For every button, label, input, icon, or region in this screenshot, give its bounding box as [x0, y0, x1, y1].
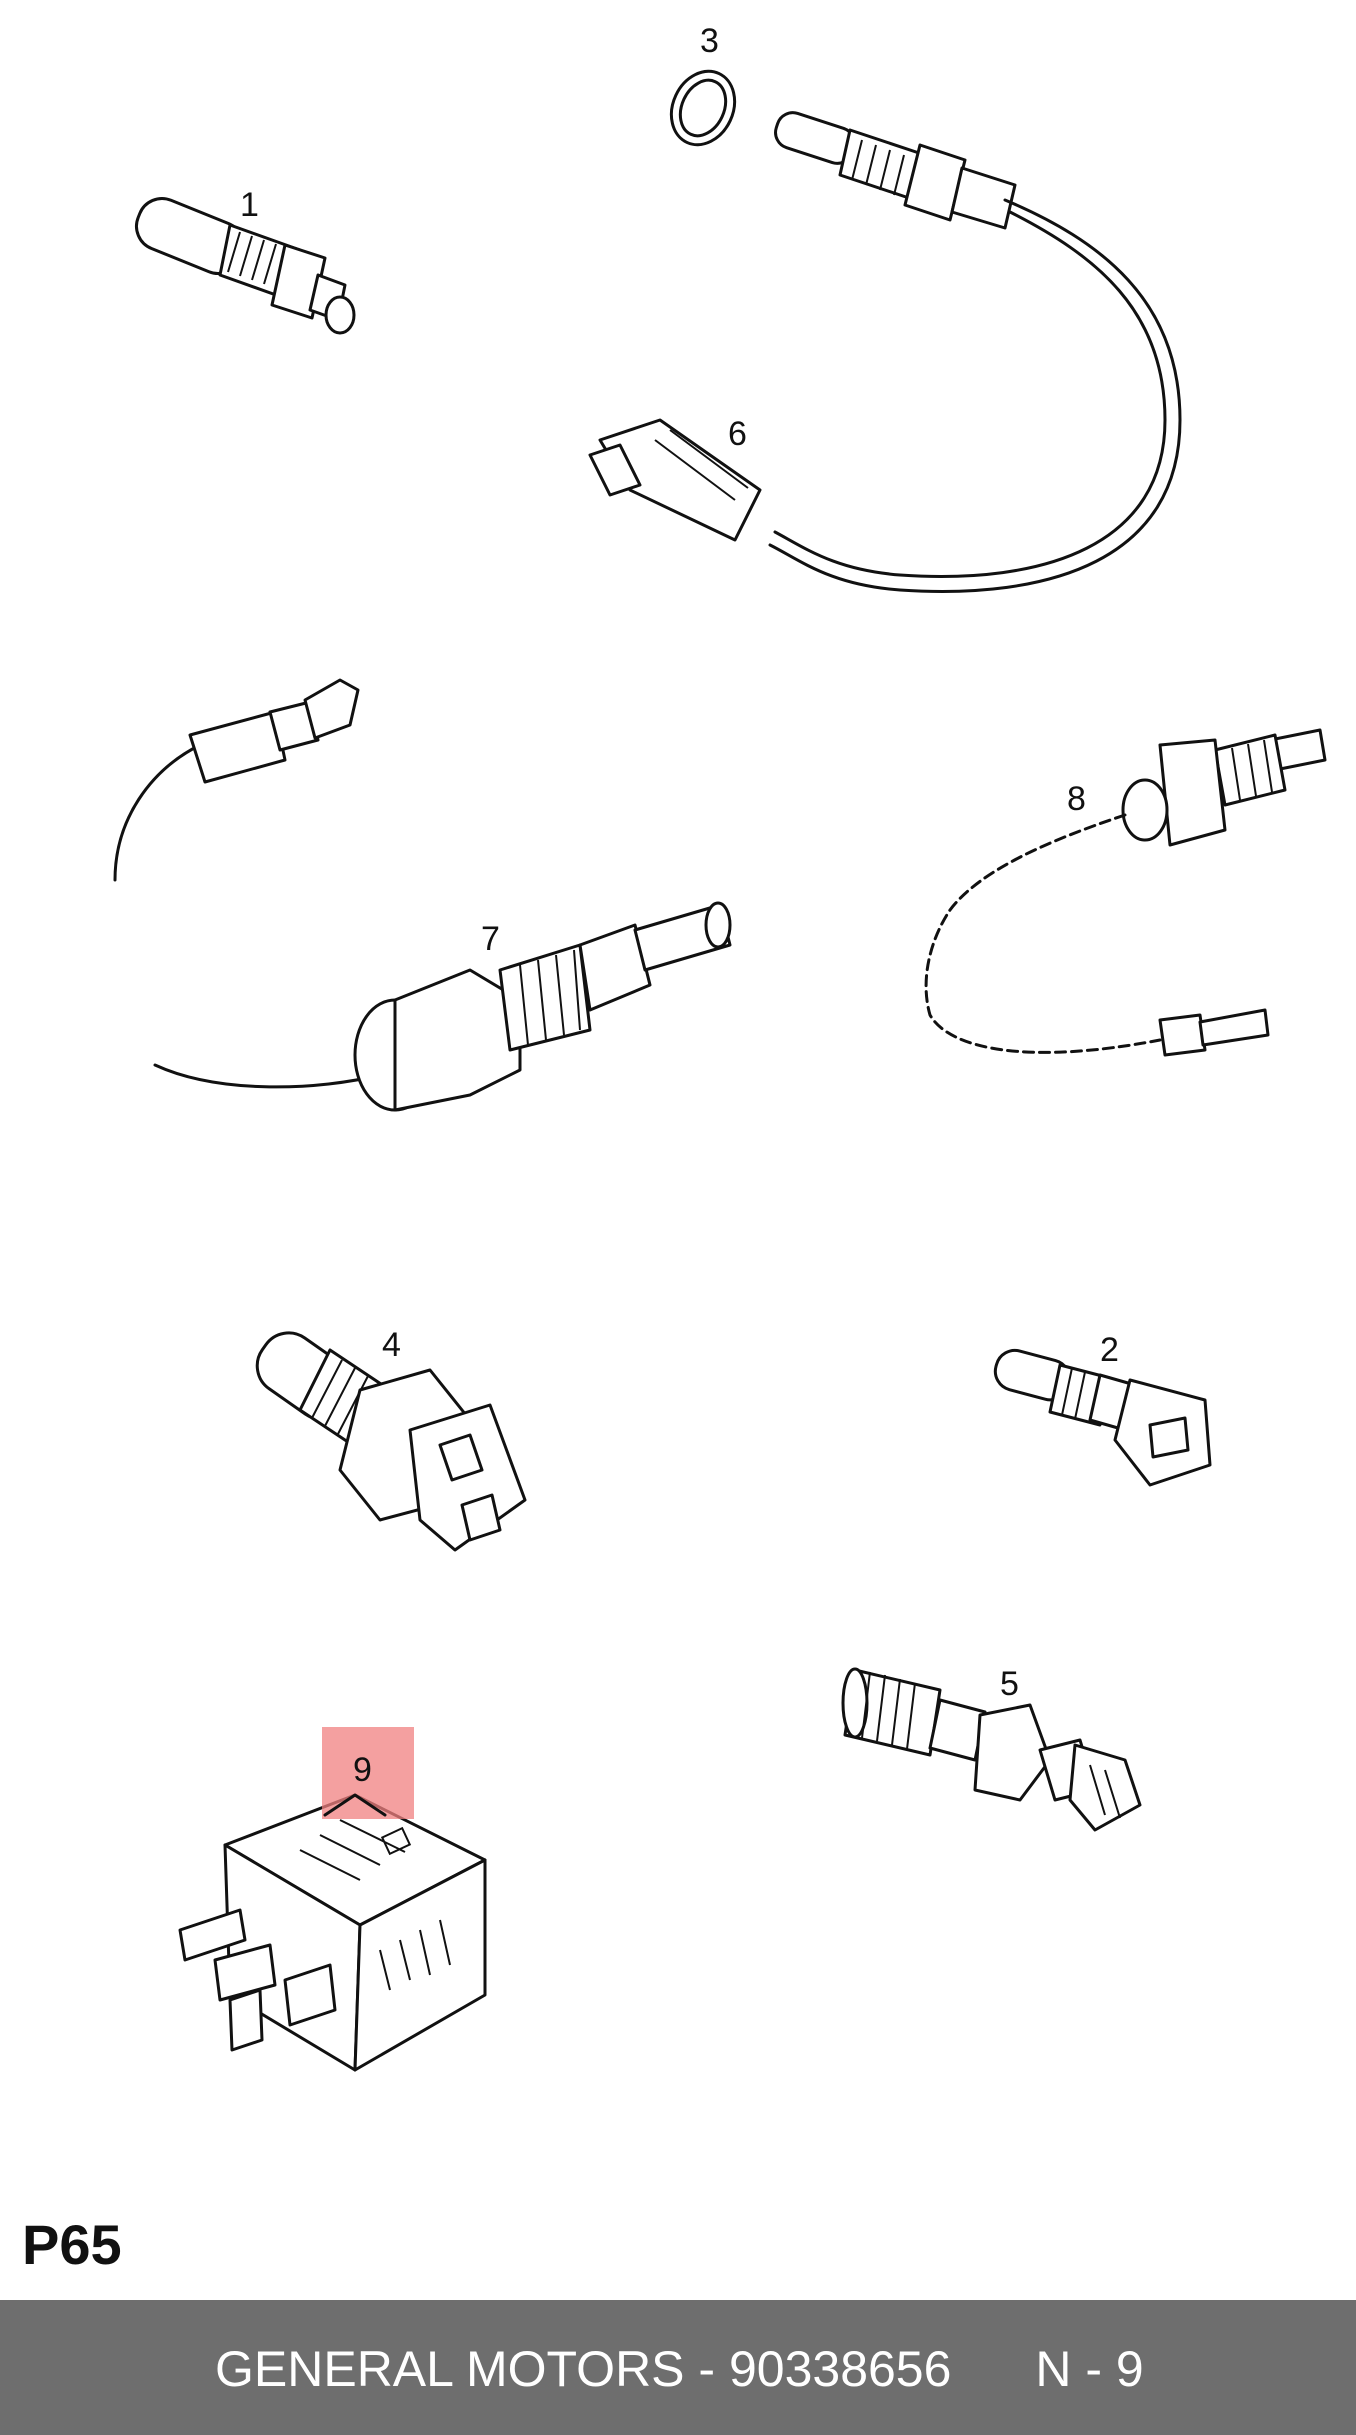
part-3-o-ring [669, 69, 737, 147]
footer-ref: N - 9 [1035, 2341, 1144, 2397]
page-code: P65 [22, 2213, 122, 2276]
footer-text: GENERAL MOTORS - 90338656 N - 9 [215, 2340, 1144, 2398]
callout-7: 7 [481, 920, 500, 958]
part-7-sensor [153, 901, 732, 1112]
parts-diagram: 1 2 3 4 5 6 7 8 9 [113, 22, 1327, 2072]
part-9-relay [178, 1793, 487, 2072]
callout-8: 8 [1067, 780, 1086, 818]
callout-3: 3 [700, 22, 719, 60]
part-8-sensor [924, 728, 1327, 1057]
part-4-switch [255, 1331, 527, 1552]
part-1-sender [135, 197, 356, 335]
part-2-sender [993, 1348, 1212, 1487]
callout-2: 2 [1100, 1331, 1119, 1369]
callout-5: 5 [1000, 1665, 1019, 1703]
part-7-cable-end [113, 678, 360, 882]
footer-bar: GENERAL MOTORS - 90338656 N - 9 [0, 2300, 1356, 2435]
part-5-sensor [841, 1667, 1142, 1832]
callout-4: 4 [382, 1326, 401, 1364]
callout-6: 6 [728, 415, 747, 453]
callout-9: 9 [353, 1751, 372, 1789]
part-6-sensor-cable [588, 111, 1182, 593]
footer-part-number: GENERAL MOTORS - 90338656 [215, 2341, 952, 2397]
callout-1: 1 [240, 186, 259, 224]
